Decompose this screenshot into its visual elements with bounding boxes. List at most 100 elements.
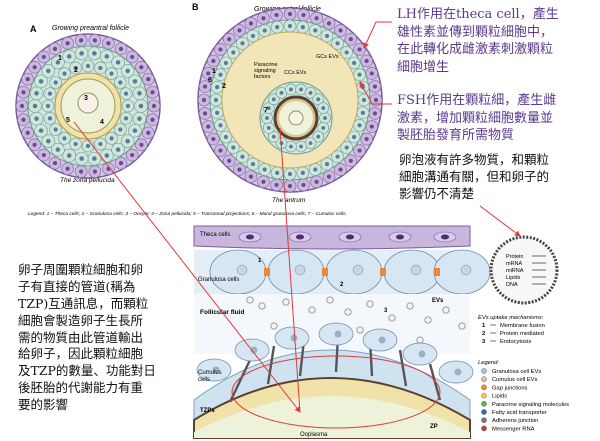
mural-granulosa-cell-nucleus xyxy=(335,41,340,46)
theca-cell-nucleus xyxy=(364,58,369,64)
theca-cell-nucleus xyxy=(32,142,37,147)
extracellular-vesicle xyxy=(406,302,414,310)
mural-granulosa-cell-nucleus xyxy=(262,28,267,33)
mural-granulosa-cell-nucleus xyxy=(351,60,357,66)
antral-granulosa-cells xyxy=(209,19,371,181)
theca-cell-nucleus xyxy=(146,130,151,135)
theca-cell-nucleus xyxy=(372,84,378,89)
evs-label: EVs xyxy=(432,298,444,304)
mural-granulosa-cell-nucleus xyxy=(240,154,245,159)
extracellular-vesicle xyxy=(416,336,424,344)
arrow-lh xyxy=(363,21,392,49)
extracellular-vesicle xyxy=(258,302,266,310)
mural-granulosa-cell-nucleus xyxy=(287,171,293,177)
panel-a-caption: The zona pellucida xyxy=(60,177,115,184)
theca-cell-nucleus xyxy=(248,21,254,26)
a-label-5: 5 xyxy=(66,117,70,124)
paracrine-label: Paracrine signaling factors xyxy=(254,62,279,80)
theca-cell-nucleus xyxy=(118,46,124,51)
granulosa-cell-nucleus xyxy=(115,147,121,152)
gap-junction-marker xyxy=(264,268,270,276)
theca-cell-nucleus xyxy=(338,28,343,33)
cumulus-cell-nucleus xyxy=(299,144,303,149)
theca-cell-nucleus xyxy=(373,97,379,103)
granulosa-cell-nucleus xyxy=(55,147,61,152)
cumulus-cell-nucleus xyxy=(271,97,276,102)
legend2-glyph xyxy=(481,425,487,432)
theca-cell-nucleus xyxy=(150,90,155,95)
cumulus-cell-nucleus xyxy=(289,144,293,149)
theca-cell-nucleus xyxy=(227,37,232,42)
uptake-label: Endocytosis xyxy=(500,339,531,345)
theca-nuclei xyxy=(238,231,457,243)
legend2-glyph xyxy=(481,392,487,399)
theca-cell-nucleus xyxy=(227,158,232,163)
theca-cell-nucleus xyxy=(21,90,26,95)
granulosa-cell-nucleus xyxy=(85,63,91,69)
extracellular-vesicle xyxy=(326,296,334,304)
transzonal-projection xyxy=(398,349,408,387)
theca-cell-nucleus xyxy=(52,46,58,51)
mural-granulosa-cell-nucleus xyxy=(213,97,219,103)
legend2-label: Lipids xyxy=(492,394,507,400)
preantral-granulosa-cells xyxy=(28,46,148,166)
granulosa-cell-nucleus xyxy=(109,71,114,76)
granulosa-cell-nucleus xyxy=(79,156,84,161)
cumulus-cell-nucleus xyxy=(299,87,303,92)
cumulus-cells xyxy=(261,83,331,153)
theca-cell-nucleus xyxy=(151,103,157,109)
granulosa-cell-nucleus xyxy=(138,103,144,109)
ccs-evs-label: CCs EVs xyxy=(284,70,307,76)
cumulus-nucleus-detail xyxy=(334,330,342,338)
extracellular-vesicle xyxy=(270,322,278,330)
theca-cell-nucleus xyxy=(25,77,30,82)
theca-cell-nucleus xyxy=(364,136,369,142)
cumulus-cells-label: Cumulus cells xyxy=(198,370,223,383)
mural-granulosa-cell-nucleus xyxy=(360,110,365,115)
lh-caption: LH作用在theca cell，產生 雄性素並傳到顆粒細胞中， 在此轉化成雌激素… xyxy=(397,7,559,75)
cumulus-cell-nucleus xyxy=(266,125,271,130)
b-label-7: 7 xyxy=(264,107,268,114)
granulosa-cell-nucleus xyxy=(55,60,61,65)
theca-cell-nucleus xyxy=(79,169,84,174)
a-label-1: 1 xyxy=(58,55,62,62)
annotation-arrows xyxy=(73,21,521,429)
uptake-title: EVs uptake mechanisms: xyxy=(478,315,544,321)
antrum-caption: The antrum xyxy=(272,197,306,204)
mural-granulosa-cell-nucleus xyxy=(218,123,223,128)
theca-cell-nucleus xyxy=(146,77,151,82)
uptake-number: 2 xyxy=(482,331,485,337)
legend2-label: Cumulus cell EVs xyxy=(492,377,538,383)
transzonal-projection xyxy=(228,359,252,403)
gcs-evs-label: GCs EVs xyxy=(316,54,339,60)
ooplasma-area xyxy=(194,396,470,438)
theca-cell-nucleus xyxy=(301,182,306,188)
antral-theca-cells xyxy=(197,7,383,193)
arrow-tzp-b xyxy=(279,127,301,413)
mural-granulosa-cell-nucleus xyxy=(324,33,330,39)
ev-content-mirna: miRNA xyxy=(506,268,524,274)
theca-cell-nucleus xyxy=(139,142,144,147)
mural-granulosa-cell-nucleus xyxy=(215,85,220,90)
mural-granulosa-cell-nucleus xyxy=(275,25,280,30)
theca-cells-label: Theca cells xyxy=(200,232,230,238)
cumulus-cell-nucleus xyxy=(316,134,321,139)
theca-cell-nucleus xyxy=(369,124,374,129)
granulosa-cell-nucleus xyxy=(32,103,38,109)
mural-granulosa-cell-nucleus xyxy=(240,41,245,46)
theca-cell-nucleus xyxy=(21,117,26,122)
legend-line: Legend: 1 – Theca cells; 2 – Granulosa c… xyxy=(28,211,347,217)
theca-nucleus-detail xyxy=(296,234,304,240)
mural-granulosa-cell-nucleus xyxy=(324,161,330,167)
granulosa-cell-nucleus xyxy=(38,79,44,84)
theca-cell-nucleus xyxy=(261,179,266,184)
mural-granulosa-cell-nucleus xyxy=(215,110,220,115)
theca-cell-nucleus xyxy=(372,111,378,116)
theca-cell-nucleus xyxy=(348,37,353,42)
theca-cell-nucleus xyxy=(237,28,242,33)
extracellular-vesicle xyxy=(424,316,432,324)
cumulus-cell-nucleus xyxy=(271,134,276,139)
cumulus-cell-nucleus xyxy=(279,90,284,95)
